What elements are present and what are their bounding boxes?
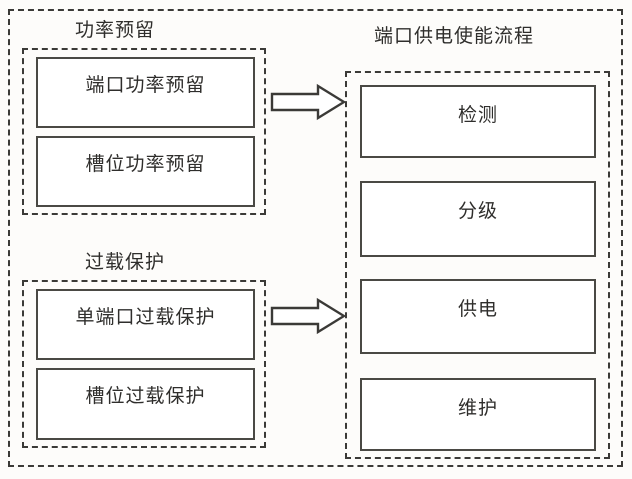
dashed-group-power-reservation xyxy=(22,48,266,215)
outer-dashed-frame xyxy=(8,9,623,467)
box-classification[interactable]: 分级 xyxy=(360,181,596,257)
box-slot-power-reservation[interactable]: 槽位功率预留 xyxy=(36,136,255,207)
box-single-port-overload-protection[interactable]: 单端口过载保护 xyxy=(36,289,255,360)
dashed-group-overload-protection xyxy=(22,280,266,448)
right-block-arrow-icon-power-reservation xyxy=(270,83,346,121)
box-maintenance[interactable]: 维护 xyxy=(360,378,596,451)
box-label-single-port-overload-protection: 单端口过载保护 xyxy=(75,306,216,328)
group-title-overload-protection: 过载保护 xyxy=(85,251,166,273)
box-label-slot-power-reservation: 槽位功率预留 xyxy=(85,153,206,175)
box-detection[interactable]: 检测 xyxy=(360,85,596,158)
dashed-group-port-power-enable-flow xyxy=(345,71,610,459)
right-block-arrow-icon-overload-protection xyxy=(270,297,346,335)
box-port-power-reservation[interactable]: 端口功率预留 xyxy=(36,57,255,128)
box-label-power-supply: 供电 xyxy=(457,298,498,320)
box-power-supply[interactable]: 供电 xyxy=(360,279,596,354)
group-title-port-power-enable-flow: 端口供电使能流程 xyxy=(374,25,535,47)
box-label-slot-overload-protection: 槽位过载保护 xyxy=(85,385,206,407)
box-slot-overload-protection[interactable]: 槽位过载保护 xyxy=(36,368,255,440)
group-title-power-reservation: 功率预留 xyxy=(75,19,156,41)
box-label-detection: 检测 xyxy=(457,104,498,126)
box-label-port-power-reservation: 端口功率预留 xyxy=(85,74,206,96)
box-label-classification: 分级 xyxy=(457,200,498,222)
box-label-maintenance: 维护 xyxy=(457,397,498,419)
